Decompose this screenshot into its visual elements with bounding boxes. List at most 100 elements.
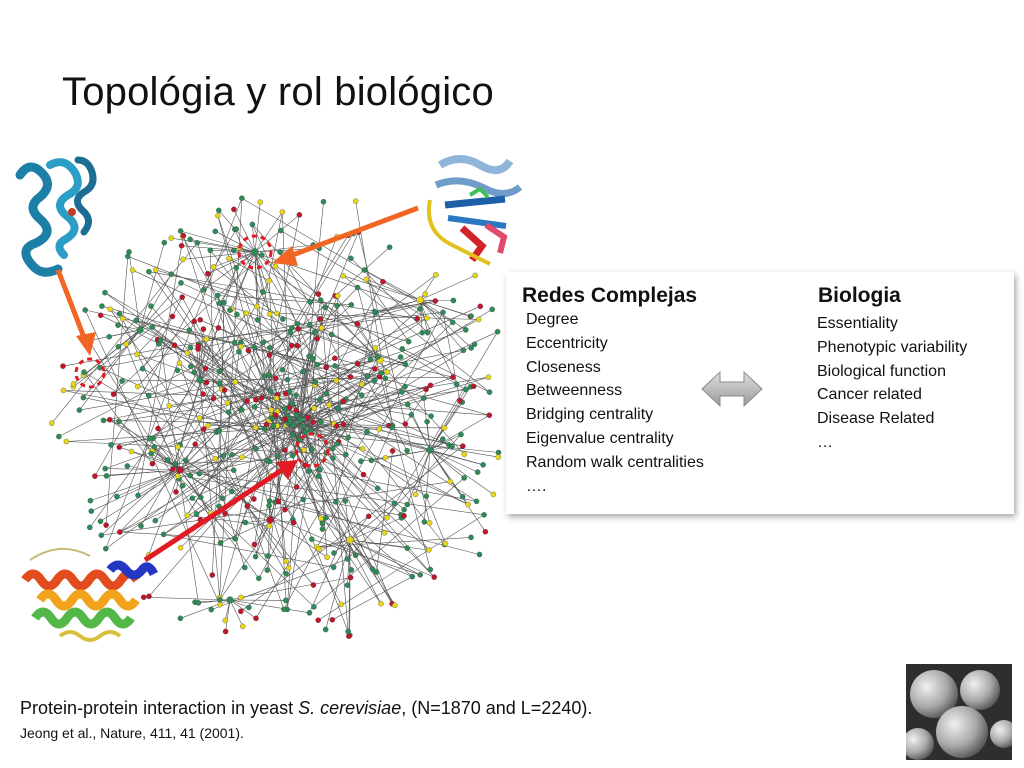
network-node (168, 271, 174, 277)
network-edge (79, 329, 141, 411)
network-edge (426, 496, 446, 544)
network-node (367, 356, 374, 363)
network-edge (254, 251, 258, 307)
network-node (300, 423, 307, 430)
network-node (293, 412, 300, 418)
network-node (92, 473, 98, 479)
network-node (338, 601, 344, 608)
network-node (197, 317, 203, 323)
network-edge (152, 327, 219, 464)
network-node (475, 316, 482, 323)
network-node (408, 412, 415, 418)
network-edge (429, 434, 462, 451)
network-edge (296, 307, 326, 416)
network-node (282, 447, 288, 453)
network-node (252, 553, 259, 560)
network-edge (279, 251, 351, 378)
network-node (461, 451, 468, 458)
network-edge (254, 251, 270, 315)
network-node (166, 402, 172, 409)
network-node (340, 421, 347, 427)
network-edge (155, 359, 371, 521)
left-item: Degree (526, 311, 579, 328)
network-node (340, 273, 346, 279)
network-edge (241, 211, 283, 410)
network-edge (208, 425, 445, 429)
network-node (274, 310, 280, 317)
highlight-circle-left (74, 357, 106, 389)
network-edge (174, 345, 246, 568)
network-node (345, 628, 351, 635)
network-node (230, 467, 237, 473)
left-item: Bridging centrality (526, 406, 654, 424)
network-node (222, 510, 228, 517)
network-node (222, 628, 229, 635)
network-node (319, 526, 326, 532)
protein-structure-image-top-left (15, 156, 97, 277)
arrow-bottom-left (143, 460, 298, 563)
network-edge (229, 599, 310, 614)
network-edge (429, 449, 463, 497)
network-node (481, 512, 487, 518)
network-node (330, 564, 337, 571)
network-node (459, 493, 466, 500)
network-edge (424, 449, 431, 522)
network-edge (316, 537, 472, 548)
network-node (103, 522, 109, 528)
network-edge (338, 407, 390, 426)
network-node (306, 468, 312, 475)
network-edge (143, 596, 231, 601)
network-node (257, 199, 264, 205)
network-node (253, 615, 259, 622)
network-edge (336, 380, 393, 428)
network-node (194, 240, 201, 246)
caption-main: Protein-protein interaction in yeast S. … (20, 698, 592, 719)
network-edge (254, 214, 300, 253)
network-edge (218, 327, 432, 417)
network-node (290, 519, 297, 526)
network-node (384, 369, 390, 375)
network-edge (254, 251, 311, 303)
network-edge (374, 299, 421, 312)
network-edge (254, 211, 283, 253)
network-node (169, 313, 176, 320)
network-node (233, 264, 239, 271)
network-node (287, 388, 293, 394)
network-node (212, 228, 219, 235)
network-node (251, 344, 258, 350)
network-node (134, 351, 140, 358)
network-node (70, 381, 77, 387)
network-node (217, 540, 224, 546)
network-node (222, 617, 228, 624)
network-node (266, 523, 272, 529)
network-node (354, 284, 361, 291)
network-node (76, 407, 83, 413)
network-node (318, 325, 325, 331)
network-node (200, 326, 207, 332)
network-node (268, 388, 274, 394)
network-node (106, 333, 112, 340)
network-node (474, 469, 481, 475)
network-edge (187, 515, 270, 527)
network-node (311, 405, 317, 411)
network-node (177, 544, 184, 551)
network-node (461, 475, 467, 481)
network-edge (345, 500, 351, 541)
network-edge (94, 228, 237, 477)
network-node (253, 445, 259, 452)
yeast-micrograph-image (906, 664, 1012, 760)
network-node (188, 363, 194, 370)
network-node (266, 277, 272, 284)
network-node (259, 252, 265, 258)
network-node (296, 212, 303, 218)
network-edge (127, 256, 406, 365)
network-edge (163, 534, 334, 568)
right-item: Cancer related (817, 386, 922, 404)
network-node (266, 516, 274, 524)
network-edge (343, 376, 489, 402)
network-node (273, 395, 280, 401)
network-node (217, 597, 223, 603)
right-item: Phenotypic variability (817, 338, 968, 356)
network-node (149, 324, 156, 330)
network-node (160, 531, 167, 538)
